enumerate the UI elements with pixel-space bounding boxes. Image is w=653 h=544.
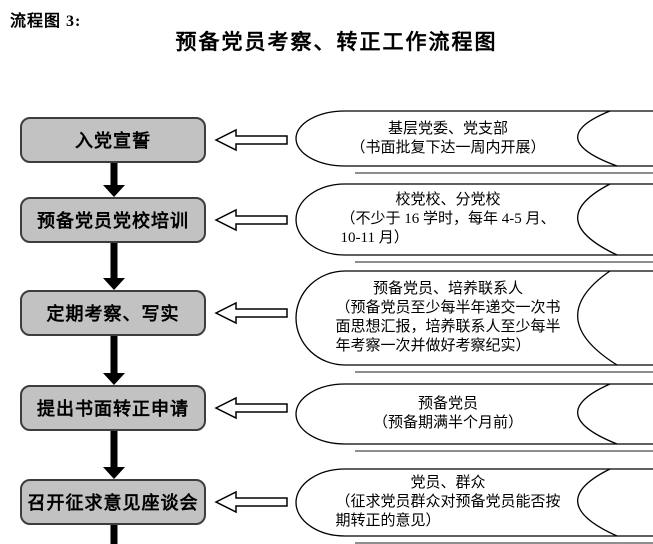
source-shape: [295, 383, 653, 452]
source-text: 预备党员 （预备期满半个月前）: [307, 383, 589, 445]
source-note: （不少于 16 学时，每年 4-5 月、 10-11 月）: [340, 211, 556, 246]
source-text: 预备党员、培养联系人 （预备党员至少每半年递交一次书 面思想汇报，培养联系人至少…: [307, 270, 589, 366]
source-shape: [295, 468, 653, 544]
source-note: （预备党员至少每半年递交一次书 面思想汇报，培养联系人至少每半 年考察一次并做好…: [335, 300, 561, 354]
source-note: （书面批复下达一周内开展）: [350, 139, 546, 156]
source-text: 党员、群众 （征求党员群众对预备党员能否按 期转正的意见）: [307, 468, 589, 537]
process-box-application: 提出书面转正申请: [20, 385, 206, 431]
page-title: 预备党员考察、转正工作流程图: [175, 30, 498, 54]
source-shape: [295, 183, 653, 263]
down-arrow-icon: [110, 525, 118, 544]
process-box-training: 预备党员党校培训: [20, 197, 206, 243]
source-note: （预备期满半个月前）: [372, 415, 523, 431]
source-actor: 基层党委、党支部: [387, 120, 508, 137]
source-actor: 党员、群众: [410, 475, 486, 491]
left-arrow-icon: [214, 490, 288, 514]
source-shape: [295, 110, 653, 174]
source-text: 基层党委、党支部 （书面批复下达一周内开展）: [307, 110, 589, 167]
process-box-inspection: 定期考察、写实: [20, 290, 206, 336]
source-shape: [295, 270, 653, 373]
source-text: 校党校、分党校 （不少于 16 学时，每年 4-5 月、 10-11 月）: [307, 183, 589, 256]
left-arrow-icon: [214, 396, 288, 420]
left-arrow-icon: [214, 301, 288, 325]
process-box-symposium: 召开征求意见座谈会: [20, 479, 206, 525]
down-arrow-icon: [103, 431, 125, 479]
source-note: （征求党员群众对预备党员能否按 期转正的意见）: [335, 494, 561, 529]
down-arrow-icon: [103, 243, 125, 290]
source-actor: 预备党员、培养联系人: [372, 281, 523, 297]
source-actor: 预备党员: [417, 396, 478, 412]
figure-caption: 流程图 3:: [10, 13, 82, 30]
source-actor: 校党校、分党校: [395, 192, 501, 208]
left-arrow-icon: [214, 208, 288, 232]
process-box-oath: 入党宣誓: [20, 117, 206, 163]
down-arrow-icon: [103, 163, 125, 197]
down-arrow-icon: [103, 336, 125, 385]
left-arrow-icon: [214, 128, 288, 152]
